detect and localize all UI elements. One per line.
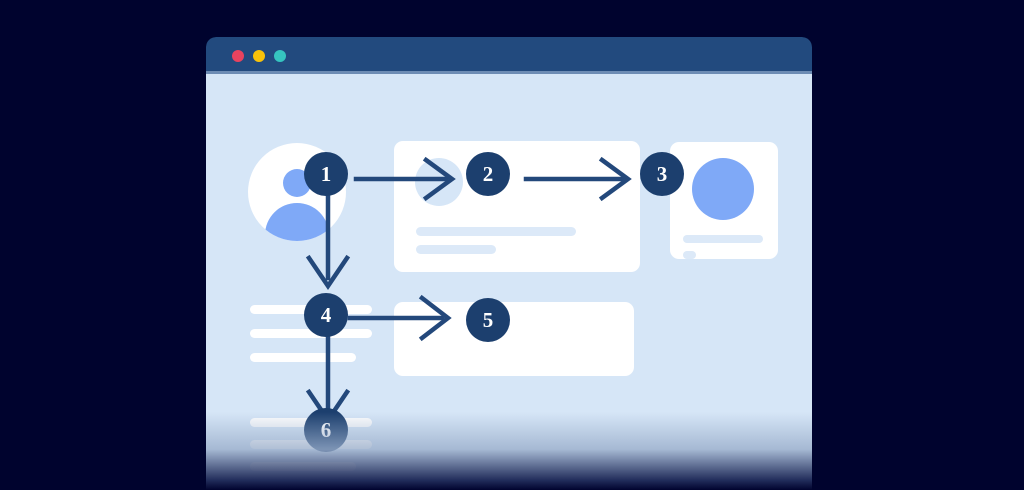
card-avatar-placeholder-icon: [415, 158, 463, 206]
text-placeholder-line: [416, 227, 576, 236]
card-avatar-icon: [692, 158, 754, 220]
step-badge-label: 6: [320, 417, 332, 442]
step-badge-label: 5: [482, 307, 494, 332]
arrow-1-to-4-icon: [305, 183, 351, 291]
list-placeholder-bar: [250, 329, 372, 338]
step-badge-4[interactable]: 4: [304, 293, 348, 337]
text-placeholder-line: [416, 245, 496, 254]
list-placeholder-bar: [250, 462, 356, 471]
profile-preview-card[interactable]: [394, 141, 640, 272]
arrow-4-to-5-icon: [347, 294, 452, 342]
step-badge-2[interactable]: 2: [466, 152, 510, 196]
step-badge-label: 2: [482, 161, 494, 186]
arrow-2-to-3-icon: [523, 156, 632, 202]
text-placeholder-line: [683, 235, 763, 243]
step-badge-6[interactable]: 6: [304, 408, 348, 452]
list-placeholder-bar: [250, 353, 356, 362]
titlebar-divider: [206, 71, 812, 74]
empty-content-card[interactable]: [394, 302, 634, 376]
browser-window: 1 2 3 4 5 6: [206, 37, 812, 490]
close-icon[interactable]: [232, 50, 244, 62]
step-badge-5[interactable]: 5: [466, 298, 510, 342]
step-badge-label: 1: [320, 161, 332, 186]
maximize-icon[interactable]: [274, 50, 286, 62]
step-badge-1[interactable]: 1: [304, 152, 348, 196]
minimize-icon[interactable]: [253, 50, 265, 62]
text-placeholder-line: [683, 251, 696, 259]
step-badge-3[interactable]: 3: [640, 152, 684, 196]
window-viewport: 1 2 3 4 5 6: [206, 74, 812, 490]
step-badge-label: 4: [320, 302, 332, 327]
avatar-detail-card[interactable]: [670, 142, 778, 259]
window-titlebar: [206, 37, 812, 71]
step-badge-label: 3: [656, 161, 668, 186]
traffic-lights: [232, 50, 286, 62]
arrow-1-to-2-icon: [353, 156, 456, 202]
